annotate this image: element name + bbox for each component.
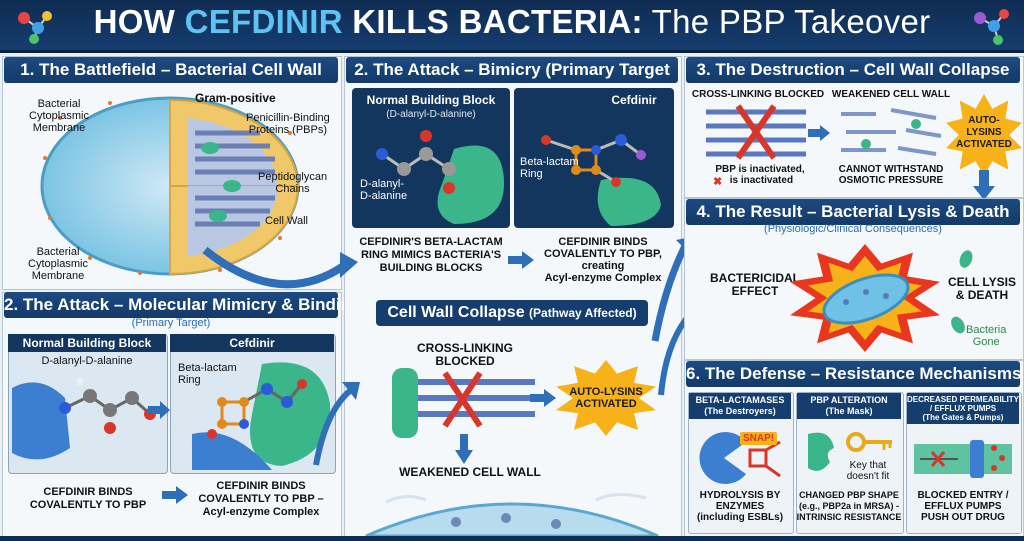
caption-binds-right: CEFDINIR BINDS COVALENTLY TO PBP – Acyl-…	[198, 480, 324, 518]
molecule-icon-left	[18, 11, 52, 44]
label-beta-lactam-b: Beta-lactam Ring	[520, 156, 579, 180]
bacteria-gone-icon-a	[959, 250, 973, 268]
label-bactericidal: BACTERICIDAL EFFECT	[710, 271, 800, 298]
label-cell-lysis: CELL LYSIS & DEATH	[947, 275, 1017, 302]
pacman-enzyme-icon	[699, 432, 781, 484]
title-bar	[0, 0, 1024, 53]
inactivated-x-icon: ✖	[713, 176, 723, 188]
arrow-s3	[808, 125, 830, 141]
mimicry-normal-title: Normal Building Block	[8, 334, 166, 352]
crosslink-blocked-diagram	[392, 368, 535, 438]
arrow-down-weak	[455, 434, 473, 464]
caption-acyl-enzyme: CEFDINIR BINDS COVALENTLY TO PBP, creati…	[544, 236, 662, 284]
cefdinir-molecule-a	[192, 362, 331, 470]
section-3-header: 3. The Destruction – Cell Wall Collapse	[686, 57, 1020, 83]
label-peptidoglycan: Peptidoglycan Chains	[258, 171, 328, 195]
section-6-header: 6. The Defense – Resistance Mechanisms	[686, 361, 1021, 387]
snap-badge: SNAP!	[740, 432, 778, 445]
cefdinir-molecule-b	[541, 134, 661, 226]
label-pbp: Penicillin-Binding Proteins (PBPs)	[246, 112, 330, 136]
arrow-to-autolysins	[530, 389, 556, 407]
arrow-mimic-a	[148, 401, 170, 419]
label-autolysins-center: AUTO-LYSINS ACTIVATED	[569, 386, 643, 410]
efflux-pump-icon	[914, 440, 1012, 478]
defense-title-permeability: DECREASED PERMEABILITY / EFFLUX PUMPS (T…	[907, 393, 1020, 424]
lysed-bacterium	[822, 273, 910, 325]
molecule-icon-right	[974, 9, 1009, 45]
weakened-s3-diagram	[841, 108, 942, 156]
dalanine-molecule-b	[376, 130, 504, 224]
label-osmotic: CANNOT WITHSTAND OSMOTIC PRESSURE	[838, 164, 944, 186]
label-gram-positive: Gram-positive	[195, 91, 276, 105]
defense-title-beta-lactamase: BETA-LACTAMASES (The Destroyers)	[689, 393, 791, 419]
label-bacteria-gone: Bacteria Gone	[966, 324, 1007, 348]
mimicry-cefdinir-title: Cefdinir	[170, 334, 334, 352]
arrow-s1-to-s2	[202, 246, 358, 289]
label-autolysins-s3: AUTO- LYSINS ACTIVATED	[956, 115, 1012, 150]
bimicry-normal-title: Normal Building Block	[366, 93, 496, 107]
section-4-subtitle: (Physiologic/Clinical Consequences)	[764, 223, 942, 235]
section-2a-subtitle: (Primary Target)	[131, 317, 211, 329]
key-doesnt-fit-label: Key that doesn't fit	[846, 460, 890, 482]
defense-title-pbp-alteration: PBP ALTERATION (The Mask)	[797, 393, 901, 419]
bimicry-normal-sub: (D-alanyl-D-alanine)	[386, 109, 476, 120]
key-lock-icon	[808, 432, 892, 471]
label-cell-wall: Cell Wall	[265, 215, 308, 227]
defense-caption-beta-lactamase: HYDROLYSIS BY ENZYMES (including ESBLs)	[696, 490, 784, 523]
section-4-header: 4. The Result – Bacterial Lysis & Death	[686, 199, 1020, 225]
arrow-caption-a	[162, 486, 188, 504]
caption-mimics: CEFDINIR'S BETA-LACTAM RING MIMICS BACTE…	[359, 236, 503, 274]
bacterial-cell-illustration	[40, 96, 300, 276]
collapse-banner-main: Cell Wall Collapse	[387, 304, 525, 321]
footer-bar	[0, 536, 1024, 541]
label-dalanyl: D-alanyl- D-alanine	[360, 178, 408, 202]
section-2b-header: 2. The Attack – Bimicry (Primary Target	[346, 57, 678, 83]
bacteria-gone-icon-b	[951, 316, 965, 334]
collapse-banner: Cell Wall Collapse (Pathway Affected)	[376, 300, 648, 326]
label-pbp-inactivated: PBP is inactivated, is inactivated	[715, 164, 805, 186]
defense-caption-permeability: BLOCKED ENTRY / EFFLUX PUMPS PUSH OUT DR…	[917, 490, 1009, 523]
label-membrane-bottom: Bacterial Cytoplasmic Membrane	[28, 246, 88, 282]
weakened-cell-illustration	[365, 493, 659, 536]
section-2a-header: 2. The Attack – Molecular Mimicry & Bind…	[4, 292, 361, 318]
bimicry-cefdinir-title: Cefdinir	[611, 93, 657, 107]
dalanine-molecule	[12, 378, 156, 460]
label-weak-center: WEAKENED CELL WALL	[399, 465, 541, 479]
label-beta-lactam-a: Beta-lactam Ring	[178, 362, 237, 386]
caption-binds-left: CEFDINIR BINDS COVALENTLY TO PBP	[29, 486, 147, 511]
label-crosslink-s3: CROSS-LINKING BLOCKED	[691, 89, 825, 100]
arrow-caption-b	[508, 251, 534, 269]
section-1-header: 1. The Battlefield – Bacterial Cell Wall	[4, 57, 338, 83]
page-title: HOW CEFDINIR KILLS BACTERIA: The PBP Tak…	[93, 3, 931, 40]
crosslink-s3-diagram	[706, 104, 806, 160]
mimicry-normal-sub: D-alanyl-D-alanine	[41, 355, 133, 367]
arrow-s3-down	[973, 170, 995, 200]
defense-caption-pbp-alteration: CHANGED PBP SHAPE (e.g., PBP2a in MRSA) …	[796, 490, 902, 522]
label-weak-s3: WEAKENED CELL WALL	[831, 89, 951, 100]
collapse-banner-sub: (Pathway Affected)	[529, 306, 637, 320]
arrow-s2a-up	[313, 382, 360, 466]
label-crosslink-center: CROSS-LINKING BLOCKED	[417, 341, 513, 368]
label-membrane-top: Bacterial Cytoplasmic Membrane	[29, 98, 89, 134]
